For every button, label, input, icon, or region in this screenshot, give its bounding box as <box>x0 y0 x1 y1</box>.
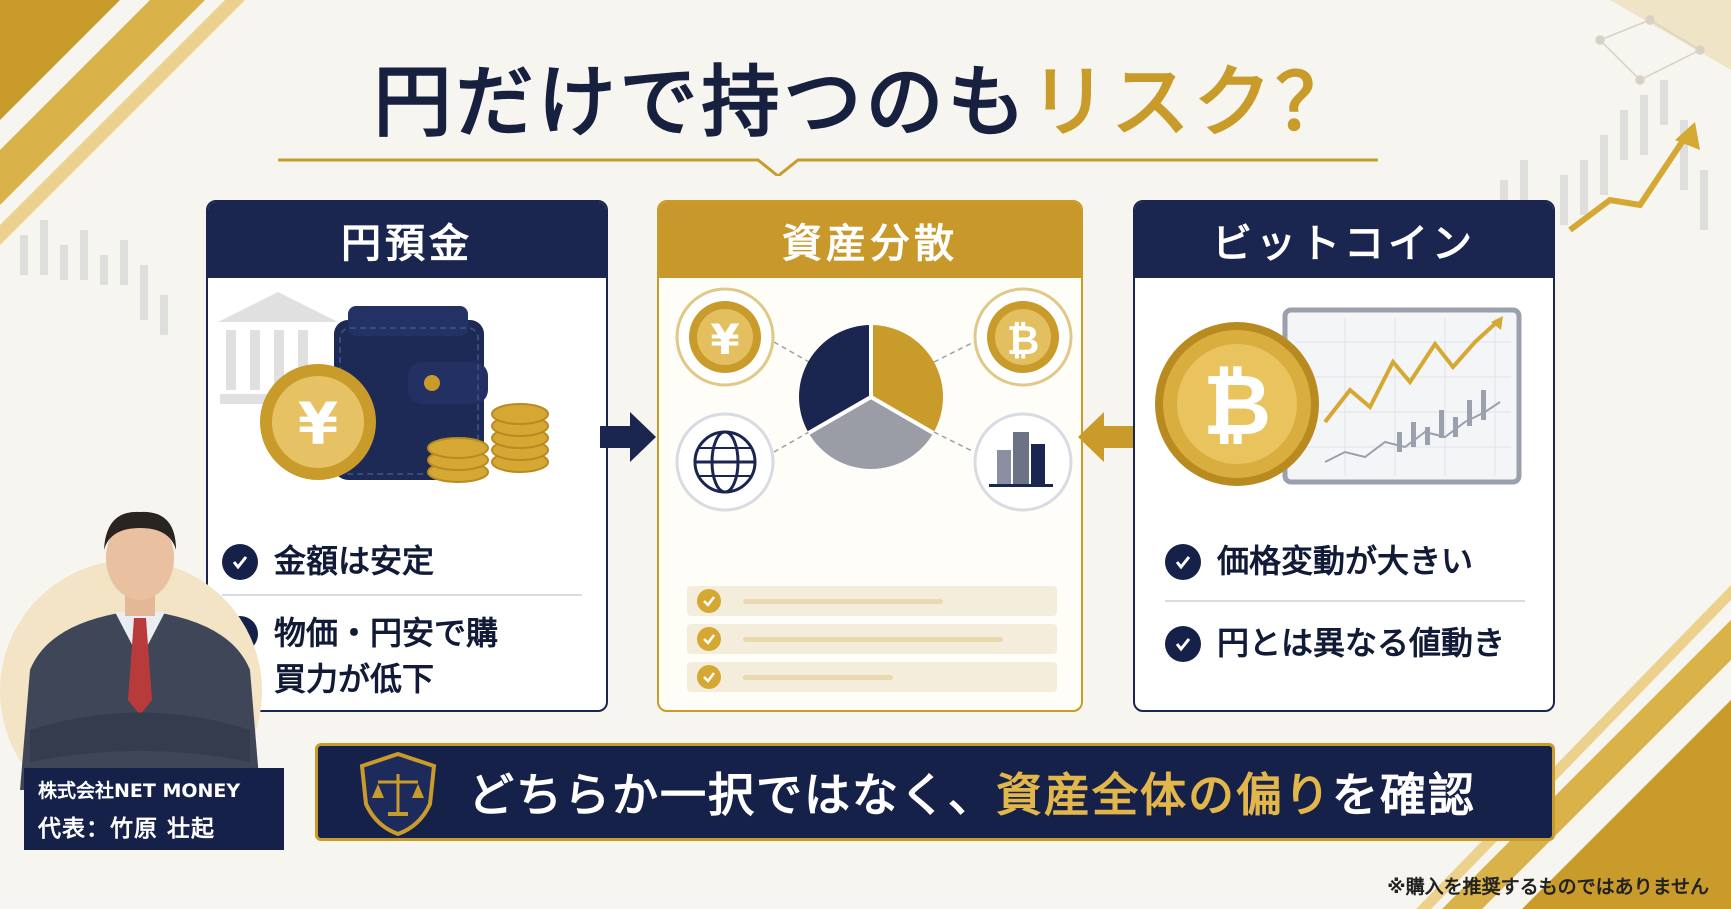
yen-point-2-text: 物価・円安で購買力が低下 <box>274 614 499 698</box>
panel-yen-deposit: 円預金 ¥ <box>206 200 608 712</box>
svg-text:¥: ¥ <box>298 390 338 458</box>
pie-chart-icon <box>799 325 943 469</box>
checklist-row <box>687 662 1057 692</box>
yen-point-1-text: 金額は安定 <box>274 542 435 580</box>
btc-point-1-text: 価格変動が大きい <box>1217 542 1474 580</box>
svg-text:¥: ¥ <box>710 315 739 364</box>
buildings-icon <box>973 412 1073 512</box>
check-icon <box>697 627 721 651</box>
banner-text-after: を確認 <box>1332 768 1476 822</box>
disclaimer: ※購入を推奨するものではありません <box>1387 876 1709 898</box>
shield-scale-icon <box>359 751 437 837</box>
banner-text-accent: 資産全体の偏り <box>996 768 1332 822</box>
avatar <box>20 511 260 790</box>
yen-coin-icon: ¥ <box>260 364 376 480</box>
check-icon <box>697 589 721 613</box>
svg-text:₿: ₿ <box>1007 318 1040 364</box>
check-icon <box>697 665 721 689</box>
summary-banner: どちらか一択ではなく、資産全体の偏りを確認 <box>315 743 1555 841</box>
panel-yen-header: 円預金 <box>208 202 606 278</box>
title-accent: リスク？ <box>1029 58 1358 148</box>
check-icon <box>1165 626 1201 662</box>
presenter-name-card: 株式会社NET MONEY 代表：竹原 壮起 <box>24 768 284 850</box>
banner-text-before: どちらか一択ではなく、 <box>468 768 996 822</box>
bitcoin-illustration: ₿ <box>1155 307 1522 486</box>
check-icon <box>222 544 258 580</box>
presenter-company: 株式会社NET MONEY <box>38 780 241 802</box>
btc-point-1: 価格変動が大きい <box>1165 538 1473 584</box>
arrow-left-icon <box>1078 412 1134 462</box>
btc-point-2-text: 円とは異なる値動き <box>1217 624 1506 662</box>
panel-bitcoin: ビットコイン ₿ <box>1133 200 1555 712</box>
panel-diversification: 資産分散 ¥ ₿ <box>657 200 1083 712</box>
banner-text: どちらか一択ではなく、資産全体の偏りを確認 <box>468 746 1522 838</box>
globe-icon <box>675 412 775 512</box>
page-title: 円だけで持つのもリスク？ <box>0 40 1731 152</box>
bitcoin-coin-icon: ₿ <box>973 287 1073 387</box>
panel-mix-header: 資産分散 <box>659 202 1081 278</box>
presenter-name: 代表：竹原 壮起 <box>38 816 216 842</box>
checklist-row <box>687 586 1057 616</box>
divider <box>1165 600 1525 602</box>
line-chart-icon <box>1282 307 1522 485</box>
btc-point-2: 円とは異なる値動き <box>1165 620 1505 666</box>
divider <box>222 594 582 596</box>
svg-text:₿: ₿ <box>1203 356 1271 454</box>
title-main: 円だけで持つのも <box>373 58 1030 148</box>
checklist-row <box>687 624 1057 654</box>
yen-point-1: 金額は安定 <box>222 538 434 584</box>
diversification-illustration: ¥ ₿ <box>675 287 1073 512</box>
yen-point-2: 物価・円安で購買力が低下 <box>222 610 502 702</box>
check-icon <box>1165 544 1201 580</box>
yen-coin-icon: ¥ <box>675 287 775 387</box>
arrow-right-icon <box>600 412 656 462</box>
bitcoin-coin-icon: ₿ <box>1155 322 1319 486</box>
panel-btc-header: ビットコイン <box>1135 202 1553 278</box>
wallet-illustration: ¥ <box>218 292 549 483</box>
title-divider <box>278 158 1378 176</box>
